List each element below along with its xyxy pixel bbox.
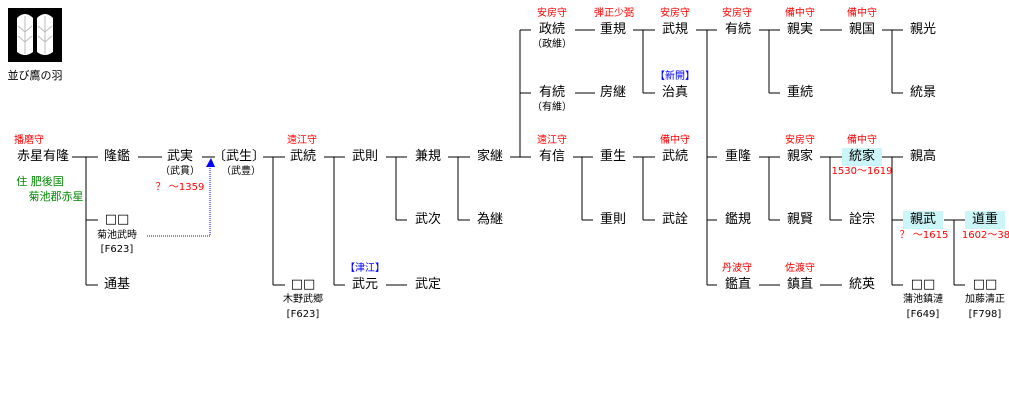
person-node: □□ (104, 212, 130, 227)
person-node: □□ (910, 277, 936, 292)
title-label: 丹波守 (722, 263, 752, 274)
alias-label: （武貫） (160, 166, 200, 177)
title-label: 遠江守 (537, 135, 567, 146)
ref-name: 木野武郷 (283, 294, 323, 305)
date-label: 1602～38 (961, 230, 1009, 241)
person-node: 親家 (786, 149, 814, 164)
person-node: 重則 (599, 212, 627, 227)
person-node: 武次 (414, 212, 442, 227)
person-node: 親実 (786, 22, 814, 37)
ref-name: 加藤清正 (965, 294, 1005, 305)
person-node: 統英 (848, 277, 876, 292)
date-label: ？ ～1615 (899, 230, 949, 241)
arrow-head-icon (206, 158, 215, 167)
person-node: 〔武生〕 (212, 149, 266, 164)
person-node-highlighted: 親武 (902, 211, 944, 229)
date-label: ？ ～1359 (155, 182, 205, 193)
person-node: 兼規 (414, 149, 442, 164)
ref-name: 蒲池鎮漣 (903, 294, 943, 305)
title-label: 備中守 (785, 8, 815, 19)
alias-label: （武豊） (221, 166, 261, 177)
hawk-feather-crest-icon (17, 14, 53, 55)
title-label: 播磨守 (14, 135, 44, 146)
ref-code[interactable]: [F623] (286, 309, 320, 320)
ref-code[interactable]: [F798] (968, 309, 1002, 320)
title-label: 備中守 (660, 135, 690, 146)
branch-label: 【新開】 (655, 71, 695, 82)
person-node: 武詮 (661, 212, 689, 227)
crest-logo (8, 8, 62, 62)
person-node: 房継 (599, 85, 627, 100)
adoption-link-arrow (147, 166, 211, 237)
ref-code[interactable]: [F623] (100, 244, 134, 255)
title-label: 遠江守 (287, 135, 317, 146)
person-node: 重続 (786, 85, 814, 100)
person-node: 有続 (724, 22, 752, 37)
person-node: 武実 (166, 149, 194, 164)
person-node: 親光 (909, 22, 937, 37)
title-label: 弾正少弼 (594, 8, 634, 19)
person-node: 有信 (538, 149, 566, 164)
title-label: 備中守 (847, 135, 877, 146)
title-label: 安房守 (785, 135, 815, 146)
title-label: 佐渡守 (785, 263, 815, 274)
person-node: 武続 (661, 149, 689, 164)
person-node: 有続 (538, 85, 566, 100)
title-label: 安房守 (537, 8, 567, 19)
person-node: 鎮直 (786, 277, 814, 292)
branch-label: 【津江】 (345, 263, 385, 274)
person-node: 親高 (909, 149, 937, 164)
person-node: 親国 (848, 22, 876, 37)
person-node: 重隆 (724, 149, 752, 164)
person-node: 為継 (476, 212, 504, 227)
person-node: □□ (972, 277, 998, 292)
person-node: 通基 (103, 277, 131, 292)
title-label: 備中守 (847, 8, 877, 19)
person-node: 鑑規 (724, 212, 752, 227)
alias-label: （政維） (532, 39, 572, 50)
person-node: 鑑直 (724, 277, 752, 292)
person-node: 詮宗 (848, 212, 876, 227)
residence-line: 菊池郡赤星 (28, 190, 84, 203)
person-node: 重規 (599, 22, 627, 37)
person-node: 重生 (599, 149, 627, 164)
ref-name: 菊池武時 (97, 230, 137, 241)
person-node: 政続 (538, 22, 566, 37)
person-node: 赤星有隆 (16, 149, 70, 164)
person-node: 統景 (909, 85, 937, 100)
person-node: □□ (290, 277, 316, 292)
title-label: 安房守 (660, 8, 690, 19)
person-node: 武元 (351, 277, 379, 292)
person-node-highlighted: 道重 (964, 211, 1006, 229)
person-node: 隆鑑 (103, 149, 131, 164)
person-node: 武則 (351, 149, 379, 164)
person-node: 武規 (661, 22, 689, 37)
person-node: 家継 (476, 149, 504, 164)
alias-label: （有維） (532, 102, 572, 113)
title-label: 安房守 (722, 8, 752, 19)
crest-caption: 並び鷹の羽 (7, 69, 63, 82)
person-node: 武続 (289, 149, 317, 164)
residence-line: 住 肥後国 (16, 175, 64, 188)
date-label: 1530～1619 (831, 166, 893, 177)
ref-code[interactable]: [F649] (906, 309, 940, 320)
person-node: 治真 (661, 85, 689, 100)
person-node: 親賢 (786, 212, 814, 227)
person-node: 武定 (414, 277, 442, 292)
person-node-highlighted: 統家 (841, 148, 883, 166)
